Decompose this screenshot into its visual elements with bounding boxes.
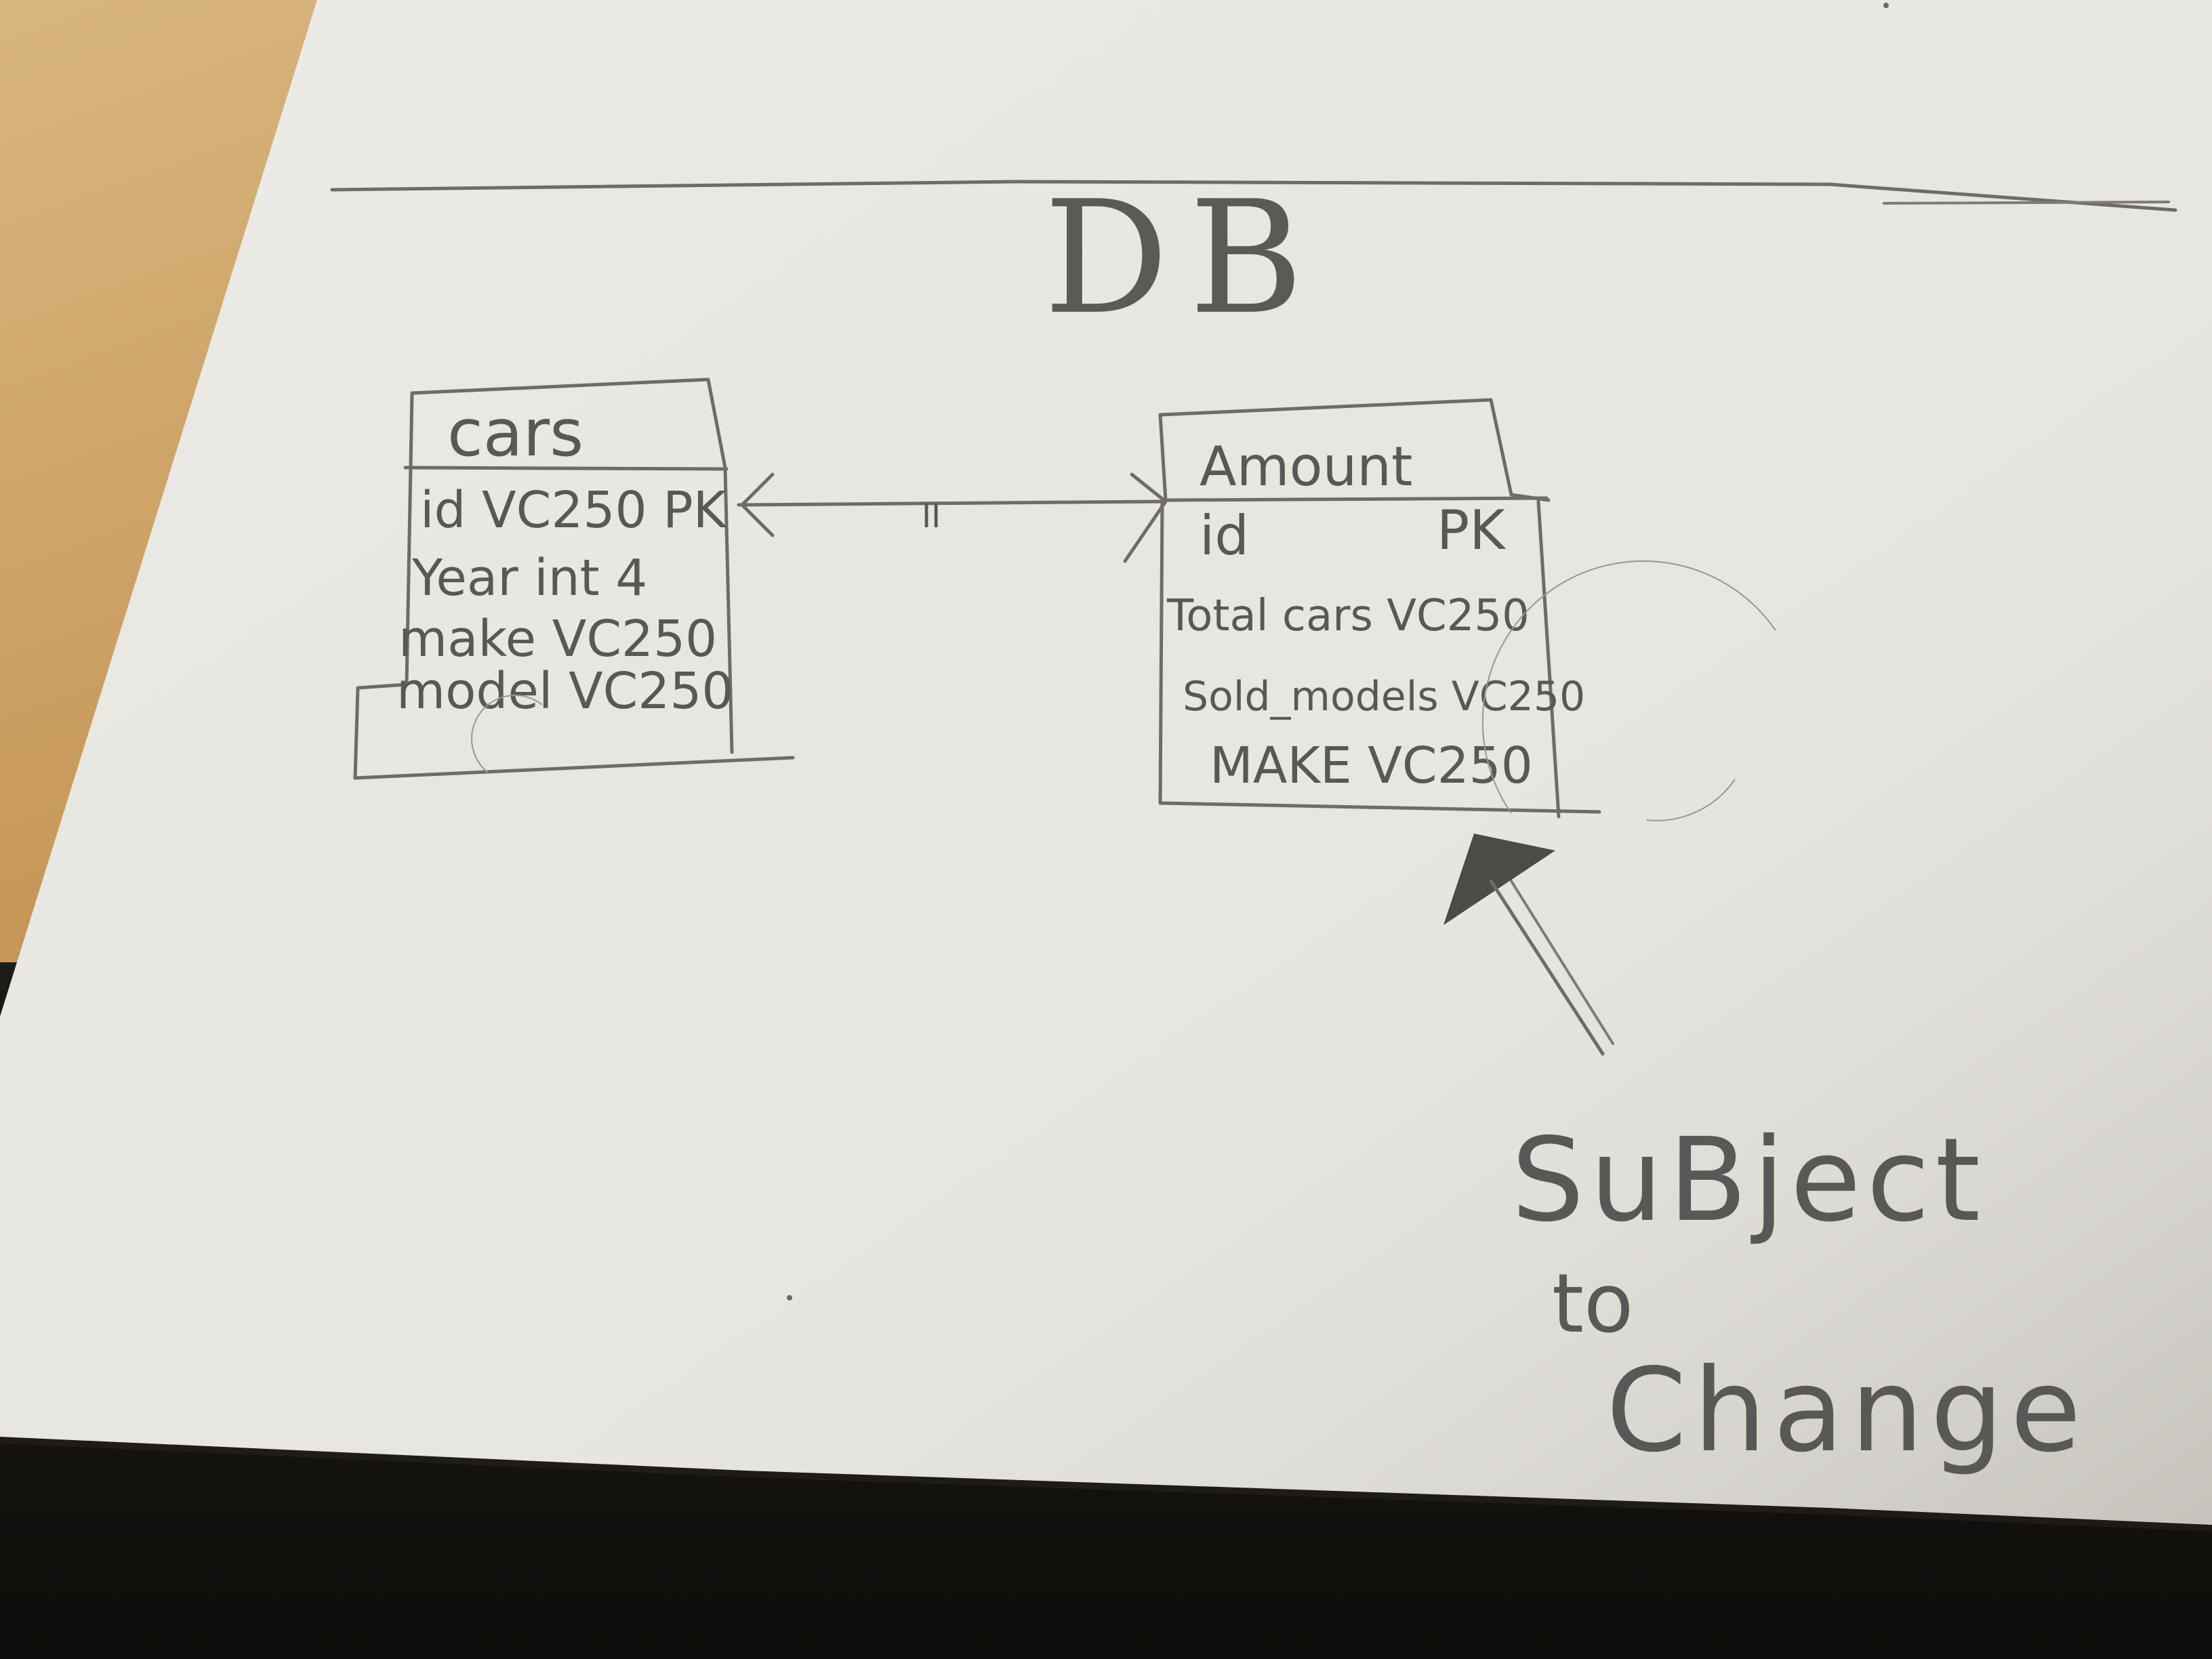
table-cars: cars id VC250 PK Year int 4 make VC250 m… — [353, 377, 795, 780]
table-amount: Amount id PK Total cars VC250 Sold_model… — [1158, 398, 1601, 819]
relationship-label: II — [922, 497, 941, 535]
table-amount-field: Total cars VC250 — [1166, 591, 1530, 641]
arrow-head — [1443, 834, 1555, 925]
table-amount-header-divider — [1158, 413, 1549, 502]
table-cars-field: id VC250 PK — [420, 481, 728, 539]
header-rule-line-2 — [1883, 201, 2170, 205]
table-amount-field: id — [1200, 504, 1249, 567]
header-rule-line — [330, 180, 2177, 212]
table-cars-field: model VC250 — [396, 662, 733, 720]
arrow-shaft — [1489, 879, 1605, 1056]
table-cars-border-left-bottom — [353, 391, 795, 780]
annotation-line-3: Change — [1606, 1344, 2088, 1478]
relationship-line — [737, 499, 1168, 507]
crowfoot-left — [740, 472, 775, 537]
faint-arc-left — [470, 695, 543, 773]
diagram-title: DB — [1044, 168, 1324, 349]
table-amount-field: MAKE VC250 — [1210, 737, 1533, 795]
table-cars-name: cars — [447, 395, 583, 471]
table-cars-field: make VC250 — [398, 610, 717, 668]
annotation-arrow — [1443, 834, 1614, 1056]
table-amount-field: PK — [1437, 499, 1507, 562]
table-amount-border-left-bottom — [1158, 498, 1601, 814]
arrow-shaft-2 — [1510, 880, 1614, 1045]
table-cars-field: Year int 4 — [411, 549, 647, 607]
table-cars-header-divider — [403, 466, 729, 471]
table-amount-border-right — [1536, 499, 1561, 819]
pencil-speck — [1883, 3, 1889, 8]
faint-arc-right-2 — [1646, 779, 1736, 821]
annotation-line-2: to — [1552, 1257, 1633, 1351]
pencil-speck — [787, 1295, 792, 1300]
annotation-line-1: SuBject — [1511, 1113, 1986, 1248]
table-amount-field: Sold_models VC250 — [1183, 673, 1585, 720]
table-amount-name: Amount — [1200, 435, 1412, 498]
faint-arc-right — [1481, 560, 1776, 814]
table-cars-border-right — [410, 377, 734, 754]
paper-shading — [0, 0, 2212, 1525]
